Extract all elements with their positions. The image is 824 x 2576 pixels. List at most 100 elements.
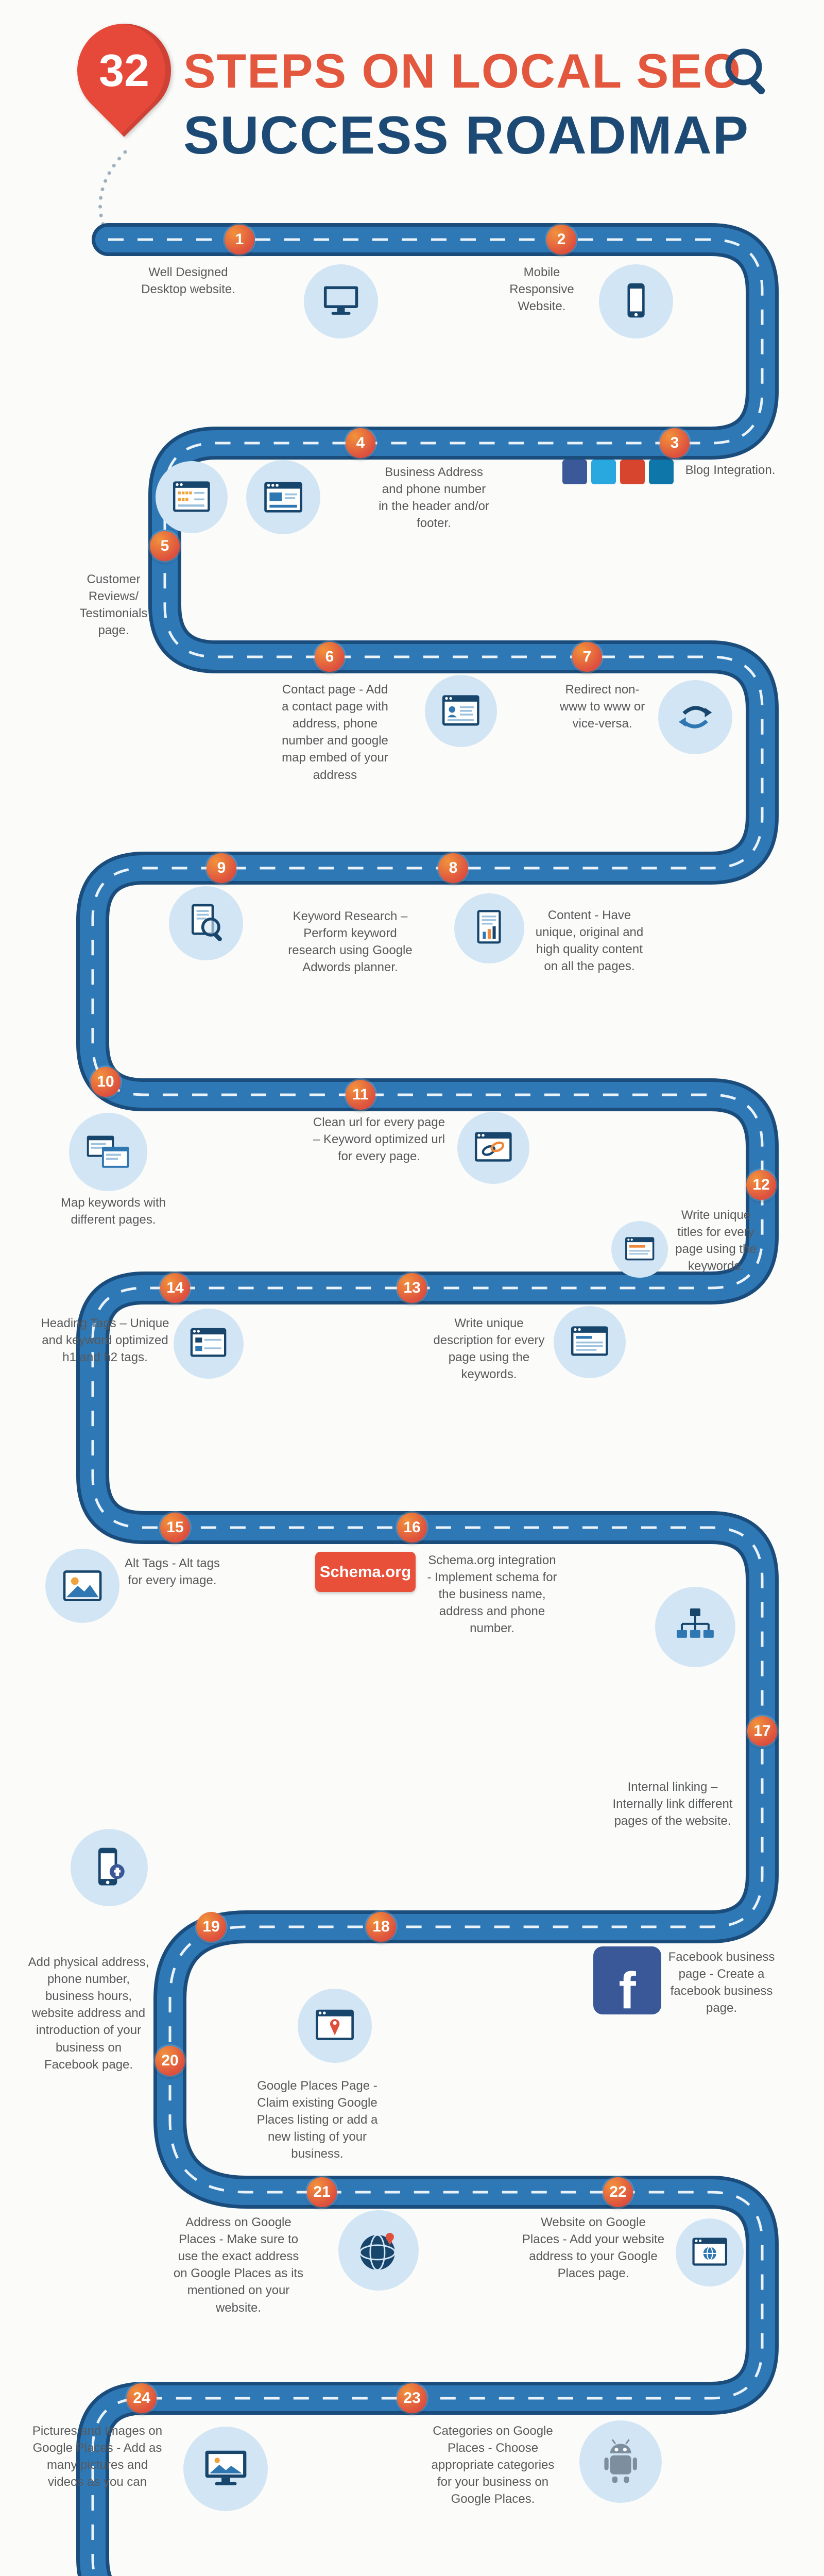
step-number: 4 <box>356 434 365 451</box>
step-number: 15 <box>166 1519 184 1536</box>
step-number: 2 <box>557 231 566 248</box>
robot-icon <box>579 2420 662 2503</box>
step-text-10: Map keywords with different pages. <box>60 1196 166 1227</box>
step-number: 1 <box>235 231 244 248</box>
reviews-page-icon <box>156 461 228 533</box>
step-number: 5 <box>160 537 169 554</box>
address-browser-icon <box>246 460 320 534</box>
step-text-6: Contact page - Add a contact page with a… <box>282 683 388 782</box>
step-marker-4: 4 <box>346 428 375 458</box>
step-marker-19: 19 <box>196 1912 226 1942</box>
step-number: 6 <box>325 648 334 665</box>
sitemap-icon <box>655 1587 735 1667</box>
globe-pin-icon <box>338 2210 419 2291</box>
alt-tags-icon <box>45 1549 119 1623</box>
header-pin-badge: 32 <box>58 4 191 137</box>
step-marker-15: 15 <box>160 1513 190 1543</box>
phone-facebook-icon <box>71 1829 148 1906</box>
step-text-18: Facebook business page - Create a facebo… <box>668 1950 775 2015</box>
step-number: 14 <box>166 1279 184 1296</box>
step-number: 21 <box>313 2183 331 2200</box>
step-text-8: Content - Have unique, original and high… <box>535 908 644 974</box>
step-text-4: Business Address and phone number in the… <box>379 465 489 531</box>
keyword-research-icon <box>169 886 243 960</box>
step-number: 17 <box>753 1722 771 1739</box>
map-keywords-icon <box>69 1113 147 1191</box>
step-number: 8 <box>449 859 458 876</box>
search-icon <box>725 48 765 95</box>
step-marker-6: 6 <box>315 642 345 672</box>
twitter-square-icon <box>591 460 616 484</box>
step-text-16: Schema.org integration - Implement schem… <box>427 1553 557 1636</box>
step-number: 7 <box>582 648 592 665</box>
step-marker-10: 10 <box>91 1067 121 1097</box>
step-text-23: Categories on Google Places - Choose app… <box>431 2424 555 2506</box>
content-document-icon <box>454 893 524 963</box>
step-marker-2: 2 <box>546 225 576 255</box>
facebook-f-letter: f <box>619 1962 636 2014</box>
step-marker-3: 3 <box>660 428 690 458</box>
pin-dotted-trail <box>98 150 127 235</box>
step-marker-9: 9 <box>207 853 236 883</box>
social-buttons-icon <box>562 460 674 484</box>
pictures-monitor-icon <box>183 2427 268 2511</box>
step-marker-13: 13 <box>397 1273 427 1303</box>
step-marker-23: 23 <box>397 2383 427 2413</box>
step-number: 20 <box>161 2052 179 2069</box>
linkedin-square-icon <box>649 460 674 484</box>
step-text-22: Website on Google Places - Add your webs… <box>522 2215 665 2281</box>
step-marker-16: 16 <box>397 1513 427 1543</box>
contact-page-icon <box>425 675 497 747</box>
facebook-icon: f <box>593 1946 661 2014</box>
step-text-9: Keyword Research – Perform keyword resea… <box>288 909 413 975</box>
step-number: 9 <box>217 859 226 876</box>
website-globe-icon <box>676 2218 744 2286</box>
step-text-12: Write unique titles for every page using… <box>675 1208 757 1274</box>
step-marker-17: 17 <box>747 1716 777 1746</box>
step-marker-8: 8 <box>438 853 468 883</box>
schema-logo-text: Schema.org <box>319 1563 411 1581</box>
step-number: 22 <box>609 2183 627 2200</box>
step-text-5: Customer Reviews/ Testimonials page. <box>79 572 148 638</box>
googleplus-square-icon <box>620 460 645 484</box>
page-description-icon <box>554 1306 626 1378</box>
step-text-17: Internal linking – Internally link diffe… <box>612 1780 733 1828</box>
page-title-line1: STEPS ON LOCAL SEO <box>183 44 742 98</box>
step-marker-21: 21 <box>307 2177 337 2207</box>
step-number: 12 <box>752 1176 770 1193</box>
step-text-3: Blog Integration. <box>685 463 776 477</box>
pin-number: 32 <box>99 44 149 96</box>
step-marker-14: 14 <box>160 1273 190 1303</box>
clean-url-icon <box>457 1112 529 1184</box>
step-number: 3 <box>670 434 679 451</box>
step-marker-12: 12 <box>746 1170 776 1200</box>
mobile-phone-icon <box>599 264 673 338</box>
step-text-2: Mobile Responsive Website. <box>509 265 574 314</box>
facebook-square-icon <box>562 460 587 484</box>
page-title-line2: SUCCESS ROADMAP <box>183 106 749 165</box>
step-marker-20: 20 <box>155 2046 185 2076</box>
heading-tags-icon <box>174 1309 244 1379</box>
schema-org-logo: Schema.org <box>315 1552 416 1592</box>
step-number: 24 <box>133 2389 150 2406</box>
step-number: 16 <box>403 1519 421 1536</box>
step-number: 10 <box>97 1073 114 1090</box>
step-text-14: Heading Tags – Unique and keyword optimi… <box>41 1316 169 1365</box>
step-number: 13 <box>403 1279 421 1296</box>
step-text-1: Well Designed Desktop website. <box>141 265 235 297</box>
step-number: 18 <box>372 1918 390 1935</box>
step-number: 19 <box>202 1918 220 1935</box>
step-text-11: Clean url for every page – Keyword optim… <box>313 1115 445 1164</box>
step-marker-7: 7 <box>572 642 602 672</box>
step-text-21: Address on Google Places - Make sure to … <box>173 2215 304 2315</box>
step-number: 23 <box>403 2389 421 2406</box>
step-marker-24: 24 <box>127 2383 157 2413</box>
step-number: 11 <box>352 1086 369 1103</box>
step-text-7: Redirect non-www to www or vice-versa. <box>559 683 645 731</box>
google-places-icon <box>298 1989 372 2063</box>
step-marker-11: 11 <box>346 1080 375 1110</box>
step-text-24: Pictures and Images on Google Places - A… <box>32 2424 163 2489</box>
desktop-icon <box>304 264 378 338</box>
road-center-dashes <box>91 238 764 2576</box>
